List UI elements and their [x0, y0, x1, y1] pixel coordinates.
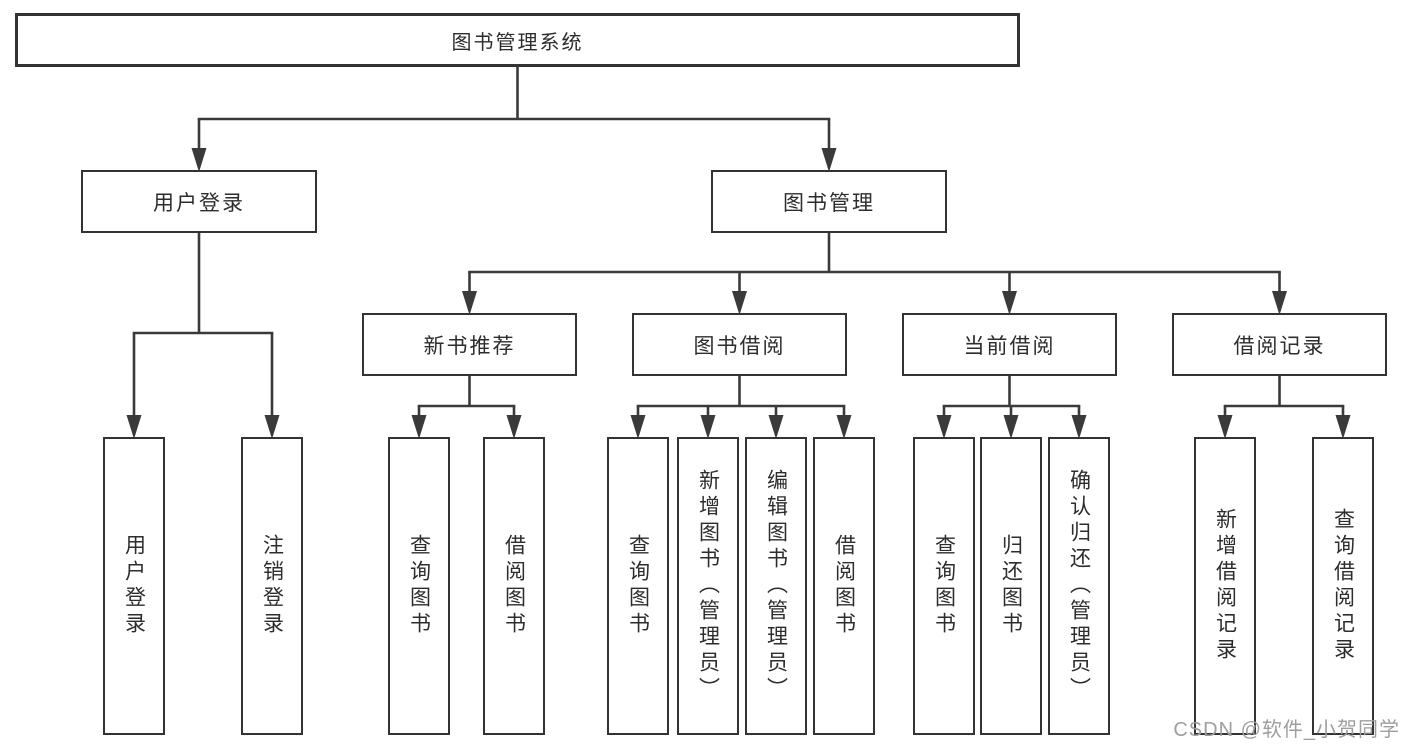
node-leaf-query-books-current: 查询图书 [913, 437, 975, 735]
node-book-borrowing: 图书借阅 [632, 313, 847, 376]
node-leaf-return-books: 归还图书 [980, 437, 1042, 735]
node-label: 当前借阅 [963, 334, 1056, 358]
node-leaf-query-borrow-record: 查询借阅记录 [1312, 437, 1374, 735]
node-label: 用户登录 [153, 191, 245, 215]
arrow-down-icon [1217, 415, 1233, 439]
arrow-down-icon [630, 415, 646, 439]
node-label: 注销登录 [260, 534, 284, 638]
arrow-down-icon [700, 415, 716, 439]
node-label: 新增借阅记录 [1213, 508, 1237, 664]
node-leaf-logout: 注销登录 [241, 437, 303, 735]
node-label: 图书借阅 [693, 334, 786, 358]
arrow-down-icon [732, 291, 747, 315]
arrow-down-icon [936, 415, 952, 439]
node-label: 借阅图书 [832, 534, 856, 638]
node-label: 查询图书 [407, 534, 431, 638]
node-label: 用户登录 [122, 534, 146, 638]
arrow-down-icon [411, 415, 427, 439]
arrow-down-icon [126, 415, 142, 439]
node-label: 查询图书 [626, 534, 650, 638]
node-label: 确认归还（管理员） [1067, 469, 1091, 703]
node-label: 归还图书 [999, 534, 1023, 638]
node-current-borrowing: 当前借阅 [902, 313, 1117, 376]
node-label: 新书推荐 [423, 334, 516, 358]
node-label: 查询借阅记录 [1331, 508, 1355, 664]
node-label: 借阅图书 [502, 534, 526, 638]
arrow-down-icon [1003, 415, 1019, 439]
arrow-down-icon [462, 291, 477, 315]
arrow-down-icon [821, 148, 837, 172]
arrow-down-icon [1071, 415, 1087, 439]
node-leaf-query-books-recommend: 查询图书 [388, 437, 450, 735]
node-leaf-user-login: 用户登录 [103, 437, 165, 735]
node-label: 图书管理系统 [451, 31, 584, 54]
node-label: 新增图书（管理员） [696, 469, 720, 703]
node-label: 借阅记录 [1233, 334, 1326, 358]
arrow-down-icon [768, 415, 784, 439]
node-leaf-add-books-admin: 新增图书（管理员） [677, 437, 739, 735]
node-leaf-borrow-books-recommend: 借阅图书 [483, 437, 545, 735]
node-leaf-edit-books-admin: 编辑图书（管理员） [745, 437, 807, 735]
node-user-login: 用户登录 [81, 170, 317, 233]
node-leaf-borrow-books: 借阅图书 [813, 437, 875, 735]
arrow-down-icon [1335, 415, 1351, 439]
node-borrowing-records: 借阅记录 [1172, 313, 1387, 376]
arrow-down-icon [836, 415, 852, 439]
node-label: 查询图书 [932, 534, 956, 638]
arrow-down-icon [191, 148, 207, 172]
node-leaf-confirm-return-admin: 确认归还（管理员） [1048, 437, 1110, 735]
arrow-down-icon [1002, 291, 1017, 315]
watermark-text: CSDN @软件_小贺同学 [1173, 719, 1400, 741]
node-leaf-query-books-borrow: 查询图书 [607, 437, 669, 735]
node-book-management: 图书管理 [711, 170, 947, 233]
node-label: 编辑图书（管理员） [764, 469, 788, 703]
node-new-book-recommendation: 新书推荐 [362, 313, 577, 376]
arrow-down-icon [506, 415, 522, 439]
arrow-down-icon [264, 415, 280, 439]
arrow-down-icon [1272, 291, 1287, 315]
node-label: 图书管理 [783, 191, 875, 215]
node-root: 图书管理系统 [15, 13, 1020, 67]
node-leaf-add-borrow-record: 新增借阅记录 [1194, 437, 1256, 735]
